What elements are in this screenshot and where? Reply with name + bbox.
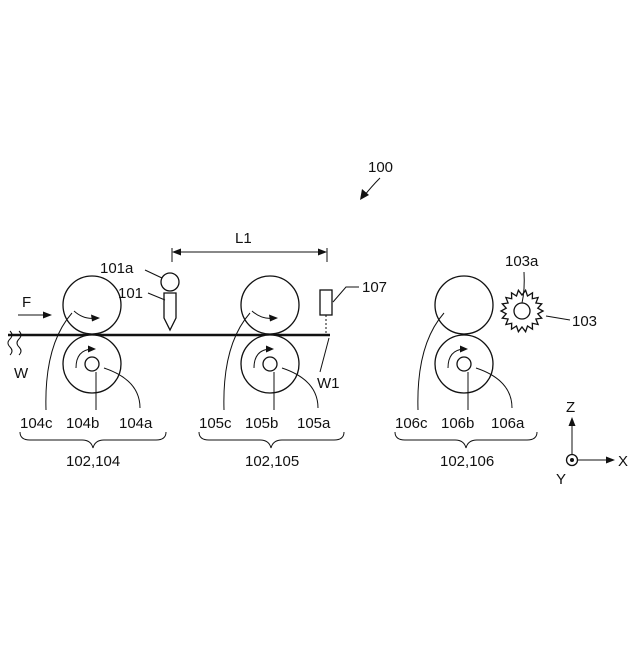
group-label-102-104: 102,104 (66, 453, 120, 470)
gear-103 (501, 290, 543, 331)
feed-arrow (18, 312, 52, 319)
roller-label-106c: 106c (395, 415, 428, 432)
group-label-102-105: 102,105 (245, 453, 299, 470)
roller-shaft-104b (85, 357, 99, 371)
head-nozzle-101 (164, 293, 176, 330)
axis-y-label: Y (556, 471, 566, 488)
gear-center-label: 103a (505, 253, 539, 270)
inkjet-head-101 (161, 273, 179, 330)
head-nozzle-label: 101 (118, 285, 143, 302)
upper-roller-105c (241, 276, 299, 334)
roller-label-104b: 104b (66, 415, 99, 432)
system-label: 100 (368, 159, 393, 176)
web-label: W (14, 365, 29, 382)
gear-center-103a (514, 303, 530, 319)
roller-label-105b: 105b (245, 415, 278, 432)
gear-label: 103 (572, 313, 597, 330)
axis-z-label: Z (566, 399, 575, 416)
system-leader-arrow (360, 178, 380, 200)
upper-roller-106c (435, 276, 493, 334)
group-brace (199, 432, 344, 448)
roller-group-106 (435, 276, 493, 393)
sensor-label: 107 (362, 279, 387, 296)
roller-label-106b: 106b (441, 415, 474, 432)
roller-label-104c: 104c (20, 415, 53, 432)
upper-roller-104c (63, 276, 121, 334)
sensor-107 (320, 290, 332, 315)
group-brace (395, 432, 537, 448)
roller-shaft-106b (457, 357, 471, 371)
roller-label-105a: 105a (297, 415, 331, 432)
head-tip-101a (161, 273, 179, 291)
roller-label-104a: 104a (119, 415, 153, 432)
roller-label-105c: 105c (199, 415, 232, 432)
distance-label: L1 (235, 230, 252, 247)
feed-label: F (22, 294, 31, 311)
roller-shaft-105b (263, 357, 277, 371)
group-brace (20, 432, 166, 448)
distance-dimension (172, 248, 327, 262)
group-label-102-106: 102,106 (440, 453, 494, 470)
axis-x-label: X (618, 453, 628, 470)
web-end-label: W1 (317, 375, 340, 392)
head-tip-label: 101a (100, 260, 134, 277)
roller-label-106a: 106a (491, 415, 525, 432)
coordinate-axes (567, 417, 616, 466)
